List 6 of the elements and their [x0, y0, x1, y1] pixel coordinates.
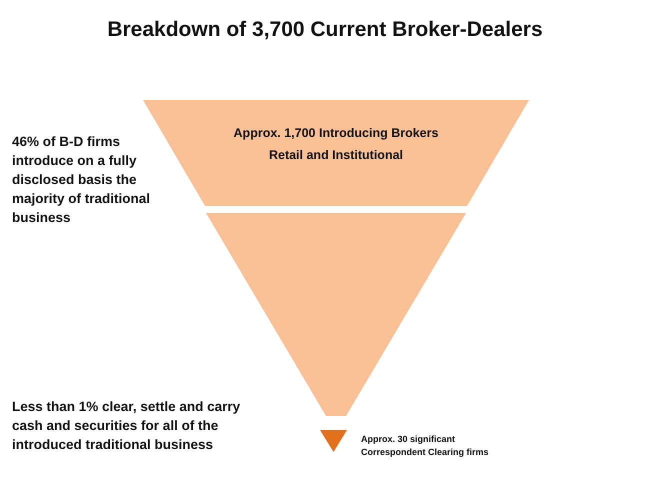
- title: Breakdown of 3,700 Current Broker-Dealers: [106, 18, 544, 42]
- segment-caption: Approx. 30 significant Correspondent Clearing firms: [361, 433, 490, 459]
- side-note: 46% of B-D firms introduce on a fully disclosed basis the majority of traditional business: [12, 133, 152, 227]
- segment-subheading: Retail and Institutional: [268, 148, 404, 162]
- side-note: Less than 1% clear, settle and carry cash and securities for all of the introduced traditional business: [12, 398, 242, 454]
- segment-heading: Approx. 1,700 Introducing Brokers: [232, 126, 440, 140]
